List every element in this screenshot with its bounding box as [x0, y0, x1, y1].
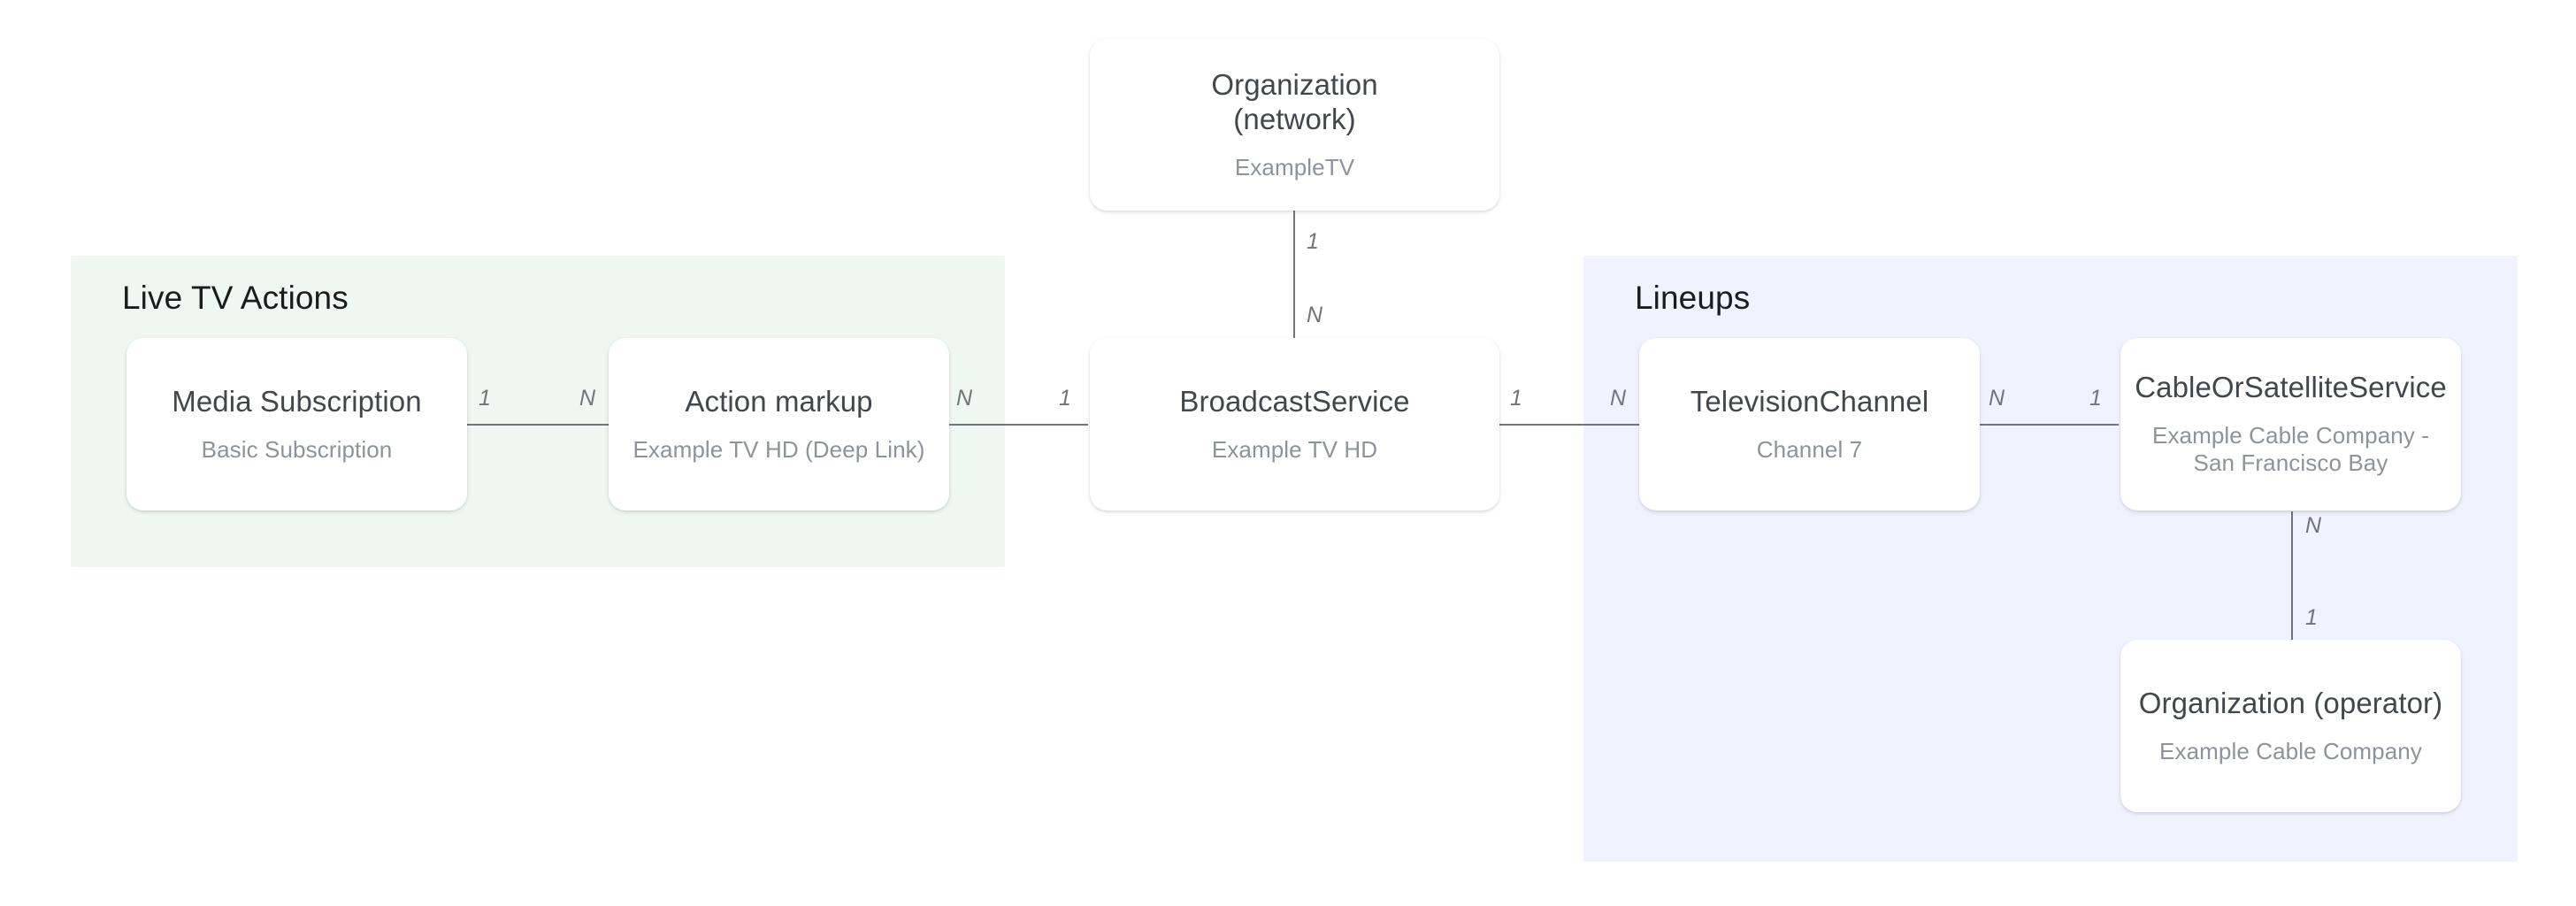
node-organization-operator[interactable]: Organization (operator) Example Cable Co… — [2120, 640, 2461, 812]
node-organization-network-subtitle: ExampleTV — [1234, 153, 1355, 180]
node-media-subscription[interactable]: Media Subscription Basic Subscription — [126, 338, 467, 511]
node-action-markup[interactable]: Action markup Example TV HD (Deep Link) — [609, 338, 949, 511]
node-television-channel-title: TelevisionChannel — [1690, 384, 1929, 418]
node-cable-or-satellite-service-title: CableOrSatelliteService — [2135, 371, 2447, 404]
node-media-subscription-subtitle: Basic Subscription — [201, 435, 393, 463]
edge-broadcast-service-to-television-channel — [1495, 424, 1641, 426]
cardinality-cable-or-satellite-service-to-organization-operator-to: 1 — [2305, 605, 2318, 630]
cardinality-action-markup-to-broadcast-service-to: 1 — [1059, 386, 1071, 411]
node-cable-or-satellite-service-subtitle: Example Cable Company - San Francisco Ba… — [2152, 422, 2429, 477]
node-broadcast-service[interactable]: BroadcastService Example TV HD — [1090, 338, 1499, 511]
node-organization-network-title: Organization (network) — [1211, 67, 1378, 135]
cardinality-action-markup-to-broadcast-service-from: N — [956, 386, 973, 411]
cardinality-broadcast-service-to-television-channel-to: N — [1610, 386, 1627, 411]
node-organization-network[interactable]: Organization (network) ExampleTV — [1090, 39, 1499, 211]
edge-media-subscription-to-action-markup — [464, 424, 610, 426]
cardinality-media-subscription-to-action-markup-to: N — [579, 386, 596, 411]
node-action-markup-title: Action markup — [685, 384, 873, 418]
group-label-lineups: Lineups — [1635, 280, 1751, 316]
cardinality-media-subscription-to-action-markup-from: 1 — [479, 386, 491, 411]
node-organization-operator-subtitle: Example Cable Company — [2159, 737, 2422, 764]
cardinality-organization-network-to-broadcast-service-from: 1 — [1307, 229, 1319, 254]
node-cable-or-satellite-service[interactable]: CableOrSatelliteService Example Cable Co… — [2120, 338, 2461, 511]
edge-television-channel-to-cable-or-satellite-service — [1973, 424, 2119, 426]
node-television-channel[interactable]: TelevisionChannel Channel 7 — [1639, 338, 1980, 511]
cardinality-cable-or-satellite-service-to-organization-operator-from: N — [2305, 513, 2322, 538]
cardinality-television-channel-to-cable-or-satellite-service-to: 1 — [2089, 386, 2102, 411]
cardinality-organization-network-to-broadcast-service-to: N — [1307, 303, 1323, 327]
node-media-subscription-title: Media Subscription — [172, 384, 422, 418]
node-action-markup-subtitle: Example TV HD (Deep Link) — [632, 435, 925, 463]
edge-organization-network-to-broadcast-service — [1293, 211, 1295, 338]
node-broadcast-service-subtitle: Example TV HD — [1211, 435, 1378, 463]
node-organization-operator-title: Organization (operator) — [2138, 686, 2443, 719]
edge-cable-or-satellite-service-to-organization-operator — [2291, 511, 2293, 640]
node-broadcast-service-title: BroadcastService — [1179, 384, 1410, 418]
node-television-channel-subtitle: Channel 7 — [1756, 435, 1863, 463]
edge-action-markup-to-broadcast-service — [942, 424, 1088, 426]
cardinality-broadcast-service-to-television-channel-from: 1 — [1510, 386, 1522, 411]
group-label-live-tv-actions: Live TV Actions — [122, 280, 349, 316]
cardinality-television-channel-to-cable-or-satellite-service-from: N — [1989, 386, 2005, 411]
